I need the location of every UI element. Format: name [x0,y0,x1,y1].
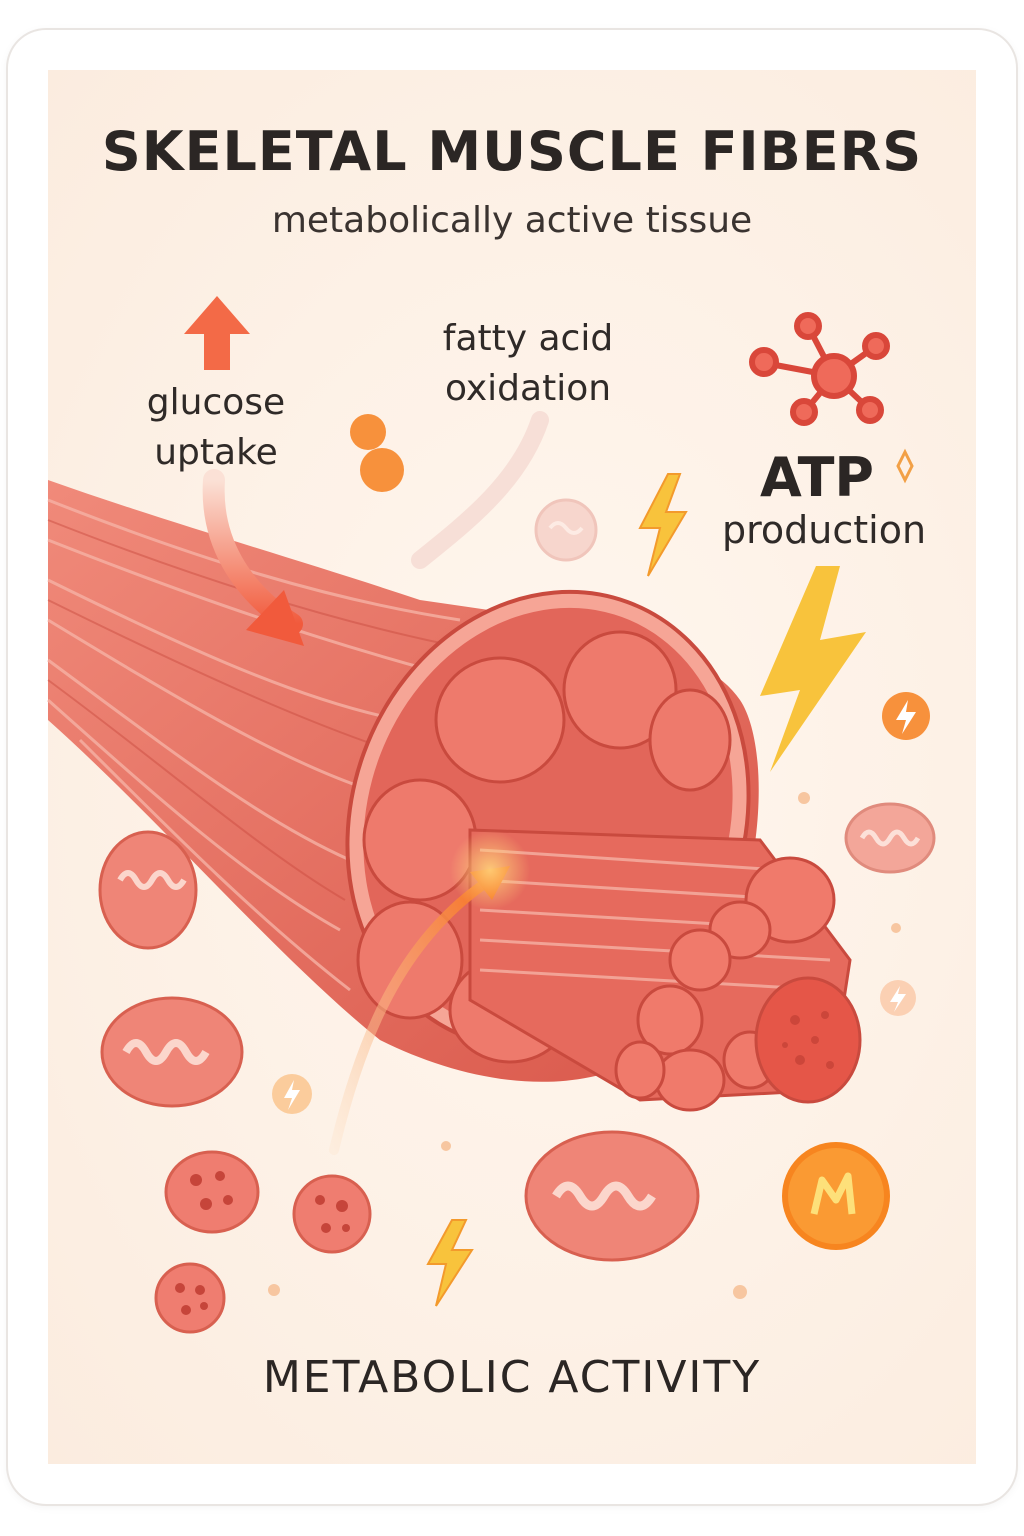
up-arrow-icon [184,296,250,370]
curved-arrow-head [246,590,304,646]
fiber-end [668,928,732,992]
footer-caption: METABOLIC ACTIVITY [262,1352,762,1403]
lightning-icon [426,1219,474,1307]
fatty-acid-label: fatty acid oxidation [414,314,642,414]
mitochondrion-icon [98,830,198,950]
cell-granule-icon [292,1174,372,1254]
molecule-icon [749,312,890,426]
mitochondrion-icon [534,498,598,562]
mitochondrion-icon [524,1130,700,1262]
energy-badge-icon [882,692,930,740]
particle-dots [268,792,901,1299]
glucose-uptake-label: glucose uptake [128,378,304,478]
mitochondrion-icon [100,996,244,1108]
lipid-droplet-icon [350,414,404,492]
energy-glow [450,830,530,910]
fiber-end [754,976,862,1104]
fiber-end [614,1040,666,1100]
glucose-label-line1: glucose [146,382,286,423]
muscle-bundle [47,480,862,1112]
atp-production-label: production [722,508,927,552]
sparkle-icon [896,448,914,484]
cell-granule-icon [164,1150,260,1234]
lightning-icon [638,473,688,577]
atp-label: ATP [760,446,875,509]
lightning-icon [760,566,866,772]
fascicle-section [648,688,732,792]
fascicle-section [434,656,566,784]
fatty-label-line2: oxidation [444,368,612,409]
fatty-acid-trail [411,411,549,569]
mitochondrion-icon [844,802,936,874]
fiber-end [654,1048,726,1112]
glucose-label-line2: uptake [154,432,278,473]
page-subtitle: metabolically active tissue [271,200,753,241]
page-title: SKELETAL MUSCLE FIBERS [101,120,923,183]
cell-granule-icon [154,1262,226,1334]
metabolic-arrow [329,875,495,1155]
fascicle-section [562,630,678,750]
energy-badge-icon [880,980,916,1016]
energy-badge-icon [272,1074,312,1114]
energy-coin-icon [782,1142,890,1250]
fatty-label-line1: fatty acid [442,318,614,359]
